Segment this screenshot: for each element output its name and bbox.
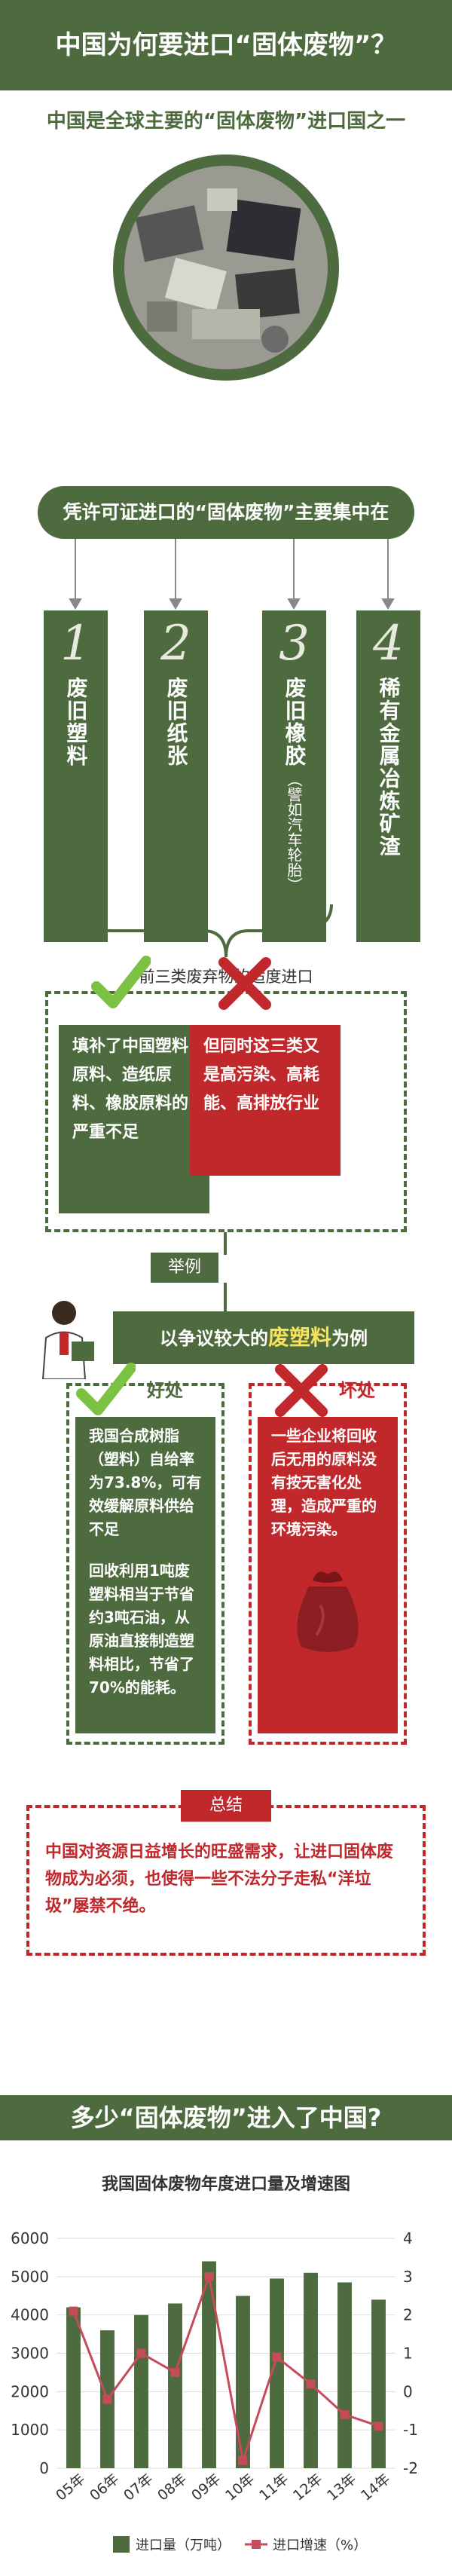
category-card-4: 4 稀有金属冶炼矿渣: [356, 610, 420, 942]
category-number: 4: [373, 616, 404, 672]
x-tick-label: 10年: [222, 2470, 258, 2504]
bar-import-volume: [371, 2299, 386, 2468]
legend-label-bar: 进口量（万吨）: [136, 2538, 231, 2553]
legend-swatch-bar: [113, 2536, 130, 2553]
growth-rate-point: [204, 2272, 214, 2281]
y-tick-right: 3: [403, 2268, 413, 2286]
growth-rate-point: [102, 2394, 112, 2404]
bar-import-volume: [270, 2278, 284, 2468]
growth-rate-point: [238, 2455, 248, 2465]
check-icon: [91, 956, 151, 1008]
bar-import-volume: [304, 2272, 318, 2468]
category-label: 废旧橡胶: [282, 677, 307, 767]
moderate-import-benefit: 填补了中国塑料原料、造纸原料、橡胶原料的严重不足: [59, 1025, 209, 1213]
x-tick-label: 08年: [154, 2470, 190, 2504]
example-banner-suffix: 为例: [331, 1328, 368, 1349]
x-tick-label: 12年: [290, 2470, 325, 2504]
legend-label-line: 进口增速（%）: [273, 2538, 367, 2553]
x-tick-label: 14年: [358, 2470, 393, 2504]
y-tick-left: 0: [39, 2459, 49, 2477]
y-tick-right: -2: [403, 2459, 418, 2477]
category-label: 废旧塑料: [63, 677, 89, 767]
benefit-text: 我国合成树脂（塑料）自给率为73.8%，可有效缓解原料供给不足: [89, 1427, 202, 1538]
moderate-import-frame: [45, 991, 407, 1232]
y-tick-left: 2000: [11, 2382, 49, 2400]
growth-rate-point: [136, 2348, 146, 2358]
cross-icon: [275, 1364, 328, 1417]
category-number: 3: [279, 616, 310, 672]
bar-import-volume: [66, 2307, 81, 2468]
benefit-card: 我国合成树脂（塑料）自给率为73.8%，可有效缓解原料供给不足 回收利用1吨废塑…: [75, 1417, 215, 1733]
x-tick-label: 09年: [188, 2470, 224, 2504]
divider-line: [224, 1232, 227, 1255]
summary-title: 总结: [181, 1790, 271, 1822]
page-subtitle: 中国是全球主要的“固体废物”进口国之一: [46, 110, 406, 133]
growth-rate-point: [170, 2367, 180, 2377]
y-tick-right: 1: [403, 2345, 413, 2363]
y-tick-left: 1000: [11, 2421, 49, 2439]
moderate-import-drawback: 但同时这三类又是高污染、高耗能、高排放行业: [190, 1025, 341, 1176]
bar-import-volume: [134, 2314, 148, 2468]
brace-connector: [74, 904, 333, 958]
drawback-frame: [249, 1383, 407, 1745]
page-title: 中国为何要进口“固体废物”？: [0, 0, 452, 90]
benefit-text-2: 回收利用1吨废塑料相当于节省约3吨石油，从原油直接制造塑料相比，节省了70%的能…: [89, 1562, 194, 1696]
chart-title: 我国固体废物年度进口量及增速图: [101, 2175, 350, 2194]
bar-import-volume: [168, 2303, 182, 2468]
drawback-card: 一些企业将回收后无用的原料没有按无害化处理，造成严重的环境污染。: [258, 1417, 398, 1733]
category-card-3: 3 废旧橡胶 （譬如汽车轮胎）: [262, 610, 326, 942]
x-tick-label: 11年: [256, 2470, 292, 2504]
category-number: 1: [60, 616, 91, 672]
category-label: 废旧纸张: [163, 677, 189, 767]
growth-rate-point: [374, 2422, 383, 2431]
concentration-banner: 凭许可证进口的“固体废物”主要集中在: [38, 486, 414, 539]
section2-title: 多少“固体废物”进入了中国?: [0, 2095, 452, 2140]
x-tick-label: 05年: [53, 2470, 88, 2504]
garbage-bag-icon: [297, 1571, 359, 1652]
category-number: 2: [160, 616, 191, 672]
example-banner-prefix: 以争议较大的: [159, 1328, 268, 1349]
summary-text: 中国对资源日益增长的旺盛需求，让进口固体废物成为必须，也使得一些不法分子走私“洋…: [45, 1843, 394, 1916]
x-tick-label: 06年: [87, 2470, 122, 2504]
growth-rate-point: [340, 2409, 350, 2419]
y-tick-right: 4: [403, 2229, 413, 2247]
growth-rate-line: [72, 2272, 379, 2461]
y-tick-right: 2: [403, 2306, 413, 2324]
category-card-1: 1 废旧塑料: [44, 610, 108, 942]
legend-swatch-point: [252, 2540, 261, 2549]
cross-icon: [218, 957, 271, 1010]
example-banner-highlight: 废塑料: [267, 1325, 331, 1350]
growth-rate-point: [272, 2352, 282, 2362]
check-icon: [76, 1363, 136, 1415]
example-tag: 举例: [151, 1253, 218, 1283]
bar-import-volume: [337, 2282, 352, 2468]
bar-import-volume: [236, 2296, 250, 2468]
example-banner: 以争议较大的废塑料为例: [113, 1311, 414, 1364]
waste-pile-icon: [124, 166, 328, 369]
presenter-icon: [41, 1301, 94, 1379]
benefit-frame: [66, 1383, 224, 1745]
divider-line: [224, 1283, 227, 1311]
bar-import-volume: [202, 2261, 216, 2468]
y-tick-left: 3000: [11, 2345, 49, 2363]
x-tick-label: 07年: [121, 2470, 156, 2504]
y-tick-left: 6000: [11, 2229, 49, 2247]
y-tick-left: 4000: [11, 2306, 49, 2324]
growth-rate-point: [306, 2379, 316, 2389]
y-tick-right: 0: [403, 2382, 413, 2400]
category-card-2: 2 废旧纸张: [144, 610, 208, 942]
category-note: （譬如汽车轮胎）: [285, 772, 303, 892]
y-tick-right: -1: [403, 2421, 418, 2439]
growth-rate-point: [69, 2306, 78, 2316]
drawback-title: 坏处: [339, 1380, 375, 1401]
connector-lines: [69, 539, 395, 610]
x-tick-label: 13年: [324, 2470, 359, 2504]
category-label: 稀有金属冶炼矿渣: [376, 677, 402, 858]
benefit-title: 好处: [147, 1380, 183, 1401]
y-tick-left: 5000: [11, 2268, 49, 2286]
drawback-text: 一些企业将回收后无用的原料没有按无害化处理，造成严重的环境污染。: [271, 1427, 377, 1538]
waste-pile-illustration: [113, 154, 339, 381]
